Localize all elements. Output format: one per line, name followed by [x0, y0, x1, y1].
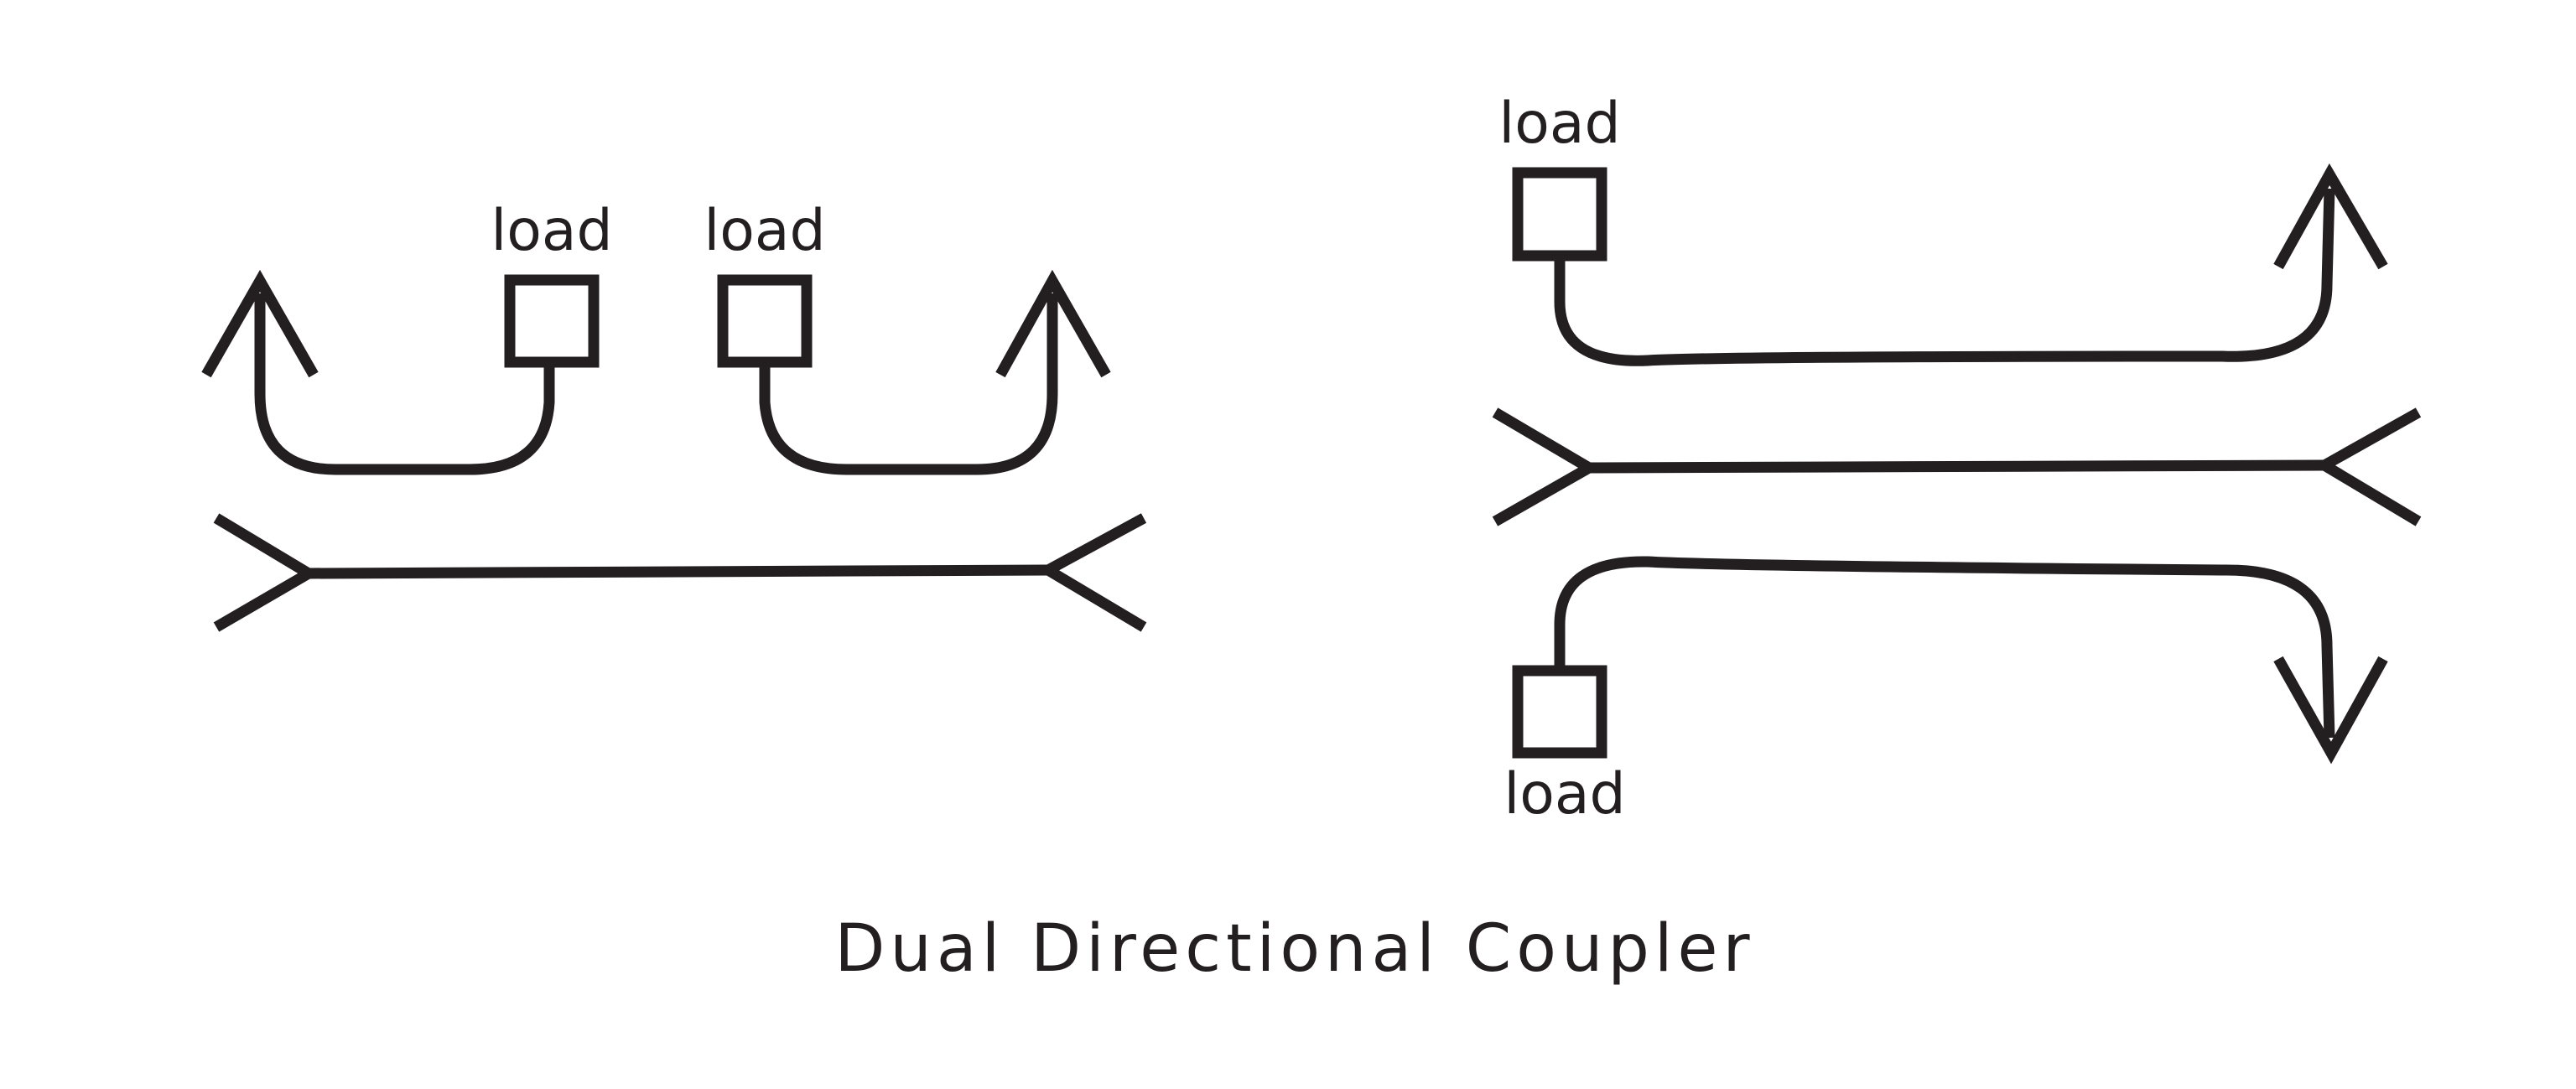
diagram-title: Dual Directional Coupler: [834, 911, 1754, 987]
coupled-line: [759, 293, 1058, 475]
arrow-up-icon: [2273, 163, 2388, 270]
coupled-line: [254, 293, 555, 475]
left-coupled-arm-b: load: [704, 198, 1111, 475]
load-label: load: [704, 198, 825, 264]
load-termination: [717, 274, 813, 368]
load-label: load: [1504, 761, 1625, 827]
right-upper-coupled-arm: load: [1498, 91, 2388, 366]
load-termination: [504, 274, 600, 368]
coupled-line: [1554, 188, 2335, 366]
arrow-down-icon: [2273, 656, 2388, 765]
right-coupler: load load: [1492, 91, 2422, 827]
left-main-line: [213, 513, 1147, 632]
arrow-up-icon: [995, 269, 1111, 378]
left-coupled-arm-a: load: [201, 198, 613, 475]
right-main-line-output-fork: [2314, 407, 2422, 526]
left-main-line-body: [308, 564, 1049, 579]
load-label: load: [491, 198, 612, 264]
left-main-line-output-fork: [1036, 513, 1147, 632]
left-coupler: load load: [201, 198, 1147, 632]
load-termination: [1512, 167, 1607, 262]
load-label: load: [1498, 91, 1620, 157]
coupled-line: [1554, 556, 2335, 739]
right-main-line-input-fork: [1492, 407, 1600, 526]
right-main-line: [1492, 407, 2422, 526]
right-main-line-body: [1588, 459, 2325, 474]
load-termination: [1512, 665, 1607, 759]
left-main-line-input-fork: [213, 513, 319, 632]
right-lower-coupled-arm: load: [1504, 556, 2388, 827]
arrow-up-icon: [201, 269, 319, 378]
